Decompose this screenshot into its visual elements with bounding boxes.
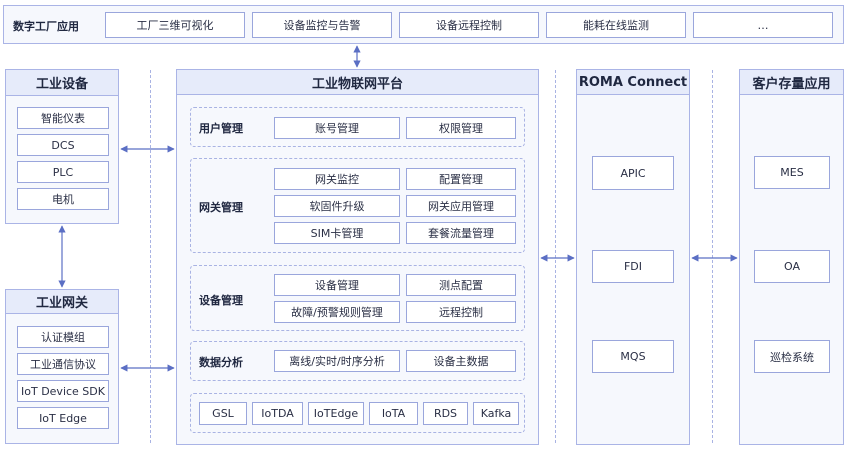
- analysis-box: 离线/实时/时序分析: [274, 350, 400, 372]
- gateway-iot-device-sdk: IoT Device SDK: [17, 380, 109, 402]
- customer-apps-panel: 客户存量应用 MES OA 巡检系统: [739, 69, 844, 445]
- equipment-plc: PLC: [17, 161, 109, 183]
- gateway-industrial-protocol: 工业通信协议: [17, 353, 109, 375]
- device-management-section: 设备管理 设备管理 测点配置 故障/预警规则管理 远程控制: [190, 265, 525, 331]
- top-bar-item-monitoring-alarm: 设备监控与告警: [252, 12, 392, 38]
- gateway-management-label: 网关管理: [199, 201, 243, 214]
- services-section: GSL IoTDA IoTEdge IoTA RDS Kafka: [190, 393, 525, 433]
- separator-left: [150, 70, 151, 443]
- roma-connect-panel: ROMA Connect APIC FDI MQS: [576, 69, 690, 445]
- service-iotedge: IoTEdge: [308, 402, 364, 425]
- service-iota: IoTA: [369, 402, 418, 425]
- top-bar-title: 数字工厂应用: [13, 20, 79, 33]
- roma-mqs-box: MQS: [592, 340, 674, 373]
- service-iotda: IoTDA: [252, 402, 303, 425]
- roma-connect-title: ROMA Connect: [577, 70, 689, 95]
- data-analysis-label: 数据分析: [199, 356, 243, 369]
- iot-platform-title: 工业物联网平台: [177, 70, 538, 95]
- industrial-equipment-panel: 工业设备 智能仪表 DCS PLC 电机: [5, 69, 119, 224]
- top-bar-item-remote-control: 设备远程控制: [399, 12, 539, 38]
- gateway-monitoring-box: 网关监控: [274, 168, 400, 190]
- service-rds: RDS: [423, 402, 468, 425]
- user-management-label: 用户管理: [199, 122, 243, 135]
- industrial-equipment-title: 工业设备: [6, 70, 118, 96]
- device-master-data-box: 设备主数据: [406, 350, 516, 372]
- industrial-gateway-title: 工业网关: [6, 290, 118, 314]
- roma-fdi-box: FDI: [592, 250, 674, 283]
- top-bar-item-energy-monitoring: 能耗在线监测: [546, 12, 686, 38]
- roma-apic-box: APIC: [592, 156, 674, 190]
- industrial-gateway-panel: 工业网关 认证模组 工业通信协议 IoT Device SDK IoT Edge: [5, 289, 119, 444]
- top-bar-item-more: …: [693, 12, 833, 38]
- service-gsl: GSL: [199, 402, 247, 425]
- gateway-auth-module: 认证模组: [17, 326, 109, 348]
- user-management-section: 用户管理 账号管理 权限管理: [190, 107, 525, 147]
- measuring-point-config-box: 测点配置: [406, 274, 516, 296]
- top-bar-item-3d-visualization: 工厂三维可视化: [105, 12, 245, 38]
- account-management-box: 账号管理: [274, 117, 400, 139]
- gateway-management-section: 网关管理 网关监控 配置管理 软固件升级 网关应用管理 SIM卡管理 套餐流量管…: [190, 158, 525, 253]
- customer-mes-box: MES: [754, 156, 830, 189]
- customer-apps-title: 客户存量应用: [740, 70, 843, 95]
- permission-management-box: 权限管理: [406, 117, 516, 139]
- service-kafka: Kafka: [473, 402, 519, 425]
- device-management-label: 设备管理: [199, 294, 243, 307]
- equipment-dcs: DCS: [17, 134, 109, 156]
- equipment-smart-meter: 智能仪表: [17, 107, 109, 129]
- firmware-upgrade-box: 软固件升级: [274, 195, 400, 217]
- sim-management-box: SIM卡管理: [274, 222, 400, 244]
- data-analysis-section: 数据分析 离线/实时/时序分析 设备主数据: [190, 341, 525, 381]
- fault-alarm-rule-box: 故障/预警规则管理: [274, 301, 400, 323]
- remote-control-box: 远程控制: [406, 301, 516, 323]
- config-management-box: 配置管理: [406, 168, 516, 190]
- device-management-box: 设备管理: [274, 274, 400, 296]
- equipment-motor: 电机: [17, 188, 109, 210]
- gateway-app-management-box: 网关应用管理: [406, 195, 516, 217]
- customer-inspection-box: 巡检系统: [754, 340, 830, 373]
- top-bar: 数字工厂应用 工厂三维可视化 设备监控与告警 设备远程控制 能耗在线监测 …: [3, 5, 844, 44]
- customer-oa-box: OA: [754, 250, 830, 283]
- gateway-iot-edge: IoT Edge: [17, 407, 109, 429]
- iot-platform-panel: 工业物联网平台 用户管理 账号管理 权限管理 网关管理 网关监控 配置管理 软固…: [176, 69, 539, 445]
- data-plan-management-box: 套餐流量管理: [406, 222, 516, 244]
